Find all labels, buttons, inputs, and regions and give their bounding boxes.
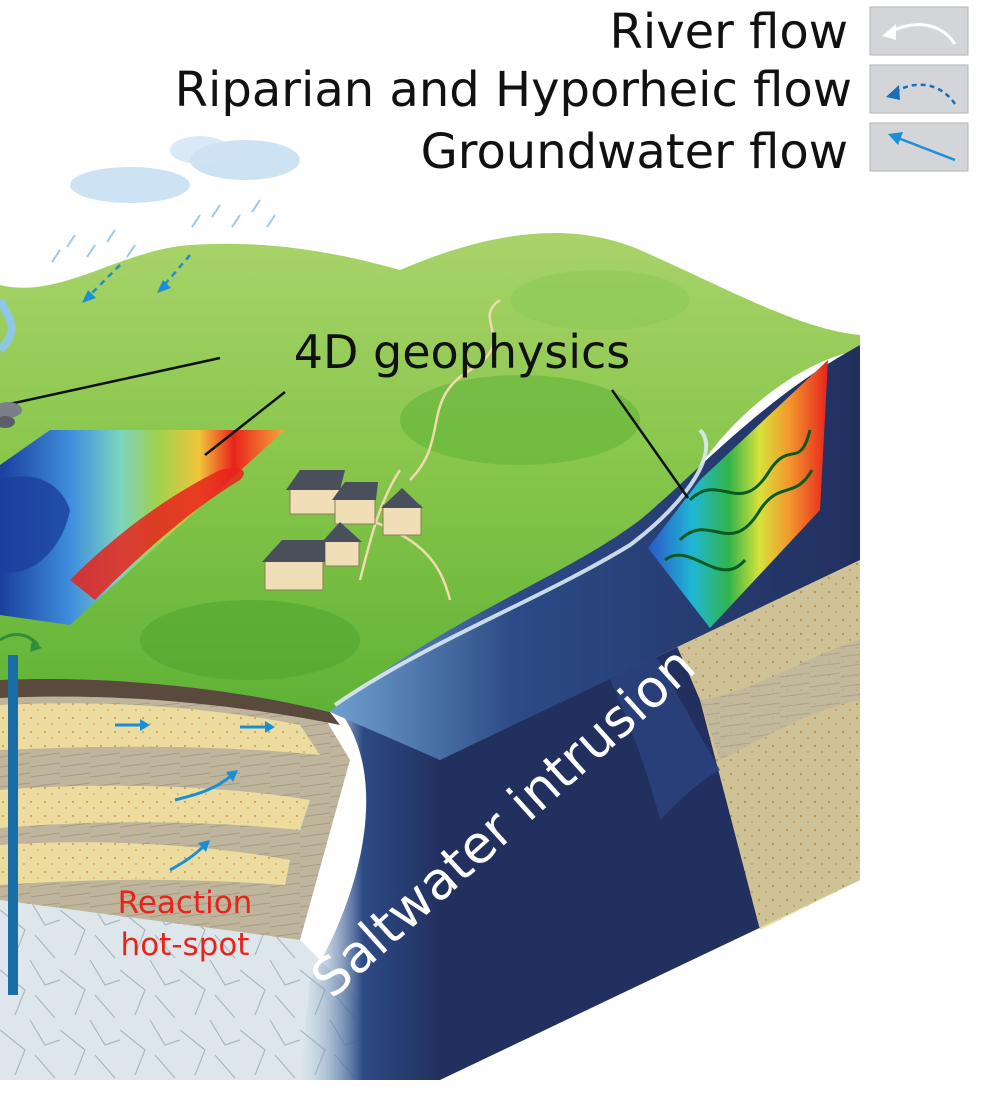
subsurface-front-face <box>0 676 440 1080</box>
arrow-heads <box>82 280 171 303</box>
sea-surface <box>330 345 860 760</box>
well-icon <box>0 633 42 995</box>
legend-label-river: River flow <box>610 4 848 60</box>
cloud-icon <box>70 136 300 203</box>
rain-icon <box>51 199 276 263</box>
riparian-flow-arrow-icon <box>869 64 969 114</box>
sensor-icon <box>0 402 22 428</box>
legend-label-riparian: Riparian and Hyporheic flow <box>175 62 852 118</box>
geophysics-leader-lines <box>4 356 690 499</box>
river-flow-arrow-icon <box>869 6 969 56</box>
geophysics-label: 4D geophysics <box>294 325 631 379</box>
land-surface <box>0 232 860 712</box>
geophysics-cross-section <box>648 360 828 628</box>
legend: River flow Riparian and Hyporheic flow G… <box>175 4 969 180</box>
reaction-label-line1: Reaction <box>118 885 253 921</box>
groundwater-flow-arrow-icon <box>869 122 969 172</box>
houses-icon <box>262 470 423 591</box>
reaction-label-line2: hot-spot <box>121 927 250 963</box>
geophysics-surface-map <box>0 430 285 625</box>
legend-label-groundwater: Groundwater flow <box>421 124 848 180</box>
